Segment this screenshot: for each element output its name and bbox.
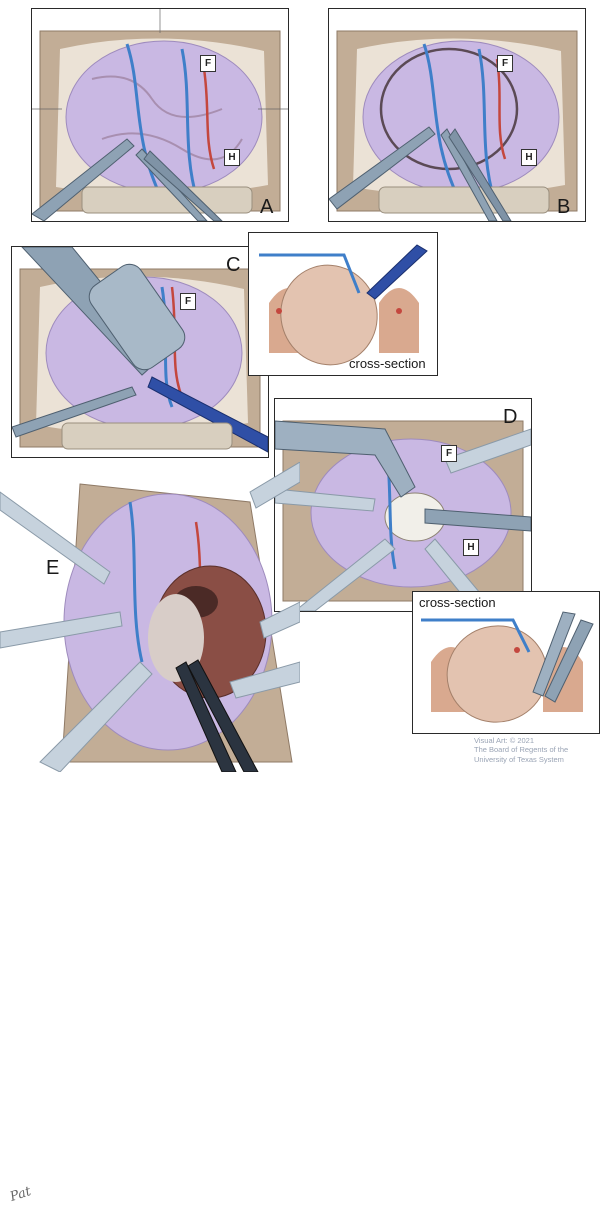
h-tag-d: H: [463, 539, 479, 556]
panel-a-label: A: [260, 196, 274, 218]
h-tag-a: H: [224, 149, 240, 166]
panel-b-label: B: [557, 196, 571, 218]
frontal-tag-a: F: [200, 55, 216, 72]
panel-d-label: D: [503, 406, 518, 428]
panel-c: F C: [11, 246, 269, 458]
frontal-tag-d: F: [441, 445, 457, 462]
credit-line-3: University of Texas System: [474, 754, 564, 764]
panel-d: F H D: [274, 398, 532, 612]
inset-c-cross-section: cross-section: [248, 232, 438, 376]
panel-d-illustration: [275, 399, 531, 611]
panel-b: F H B: [328, 8, 586, 222]
inset-d-cross-section: cross-section: [412, 591, 600, 734]
h-tag-b: H: [521, 149, 537, 166]
panel-c-illustration: [12, 247, 268, 457]
panel-b-illustration: [329, 9, 585, 221]
credit-text: Visual Art: © 2021 The Board of Regents …: [474, 736, 606, 764]
inset-d-illustration: [413, 592, 599, 733]
artist-signature: Pat: [8, 1184, 33, 1205]
credit-line-1: Visual Art: © 2021: [474, 736, 535, 745]
frontal-tag-c: F: [180, 293, 196, 310]
panel-e-label: E: [46, 557, 60, 579]
frontal-tag-b: F: [497, 55, 513, 72]
panel-a: F H A: [31, 8, 289, 222]
inset-c-illustration: [249, 233, 437, 375]
inset-d-label: cross-section: [419, 595, 496, 610]
inset-c-label: cross-section: [349, 356, 426, 371]
credit-line-2: The Board of Regents of the: [474, 745, 569, 755]
panel-a-illustration: [32, 9, 288, 221]
panel-c-label: C: [226, 254, 241, 276]
panel-e: E Pat: [0, 462, 300, 1205]
panel-e-illustration: [0, 462, 300, 772]
